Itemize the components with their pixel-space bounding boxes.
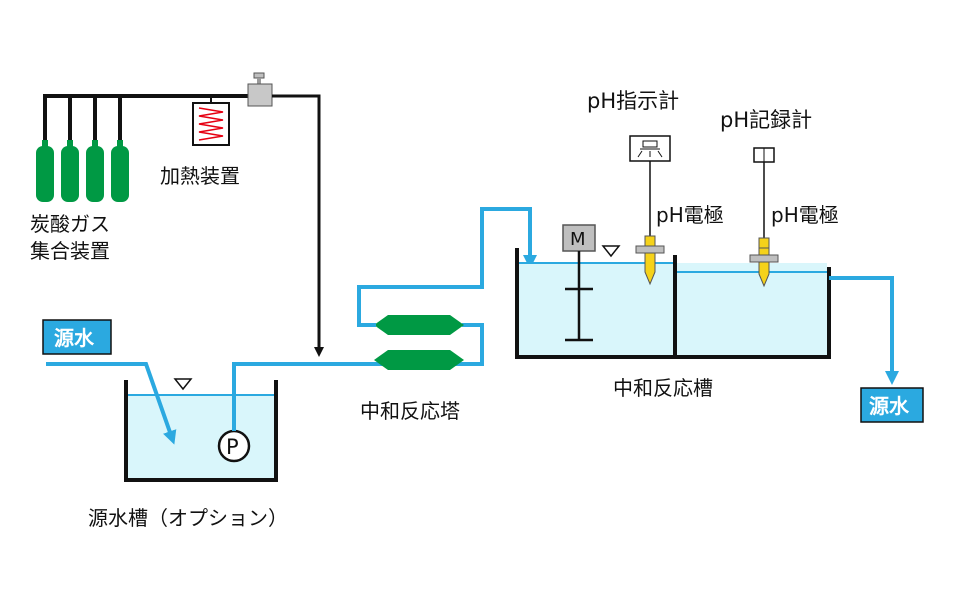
tower-connect-pipe — [357, 207, 537, 327]
ph-electrode-1: pH電極 — [635, 203, 724, 286]
outflow-pipe — [829, 276, 899, 385]
source-tank-walls — [124, 380, 278, 482]
pump: P — [217, 429, 251, 463]
regulator-valve — [247, 72, 273, 107]
output-water-tag-label: 源水 — [869, 394, 910, 418]
tower-column — [374, 350, 464, 370]
ph-electrode-1-label: pH電極 — [656, 203, 724, 227]
neutralizing-tank-water — [517, 263, 827, 357]
gas-cylinder — [86, 140, 104, 202]
gas-cylinder — [61, 140, 79, 202]
ph-indicator-label: pH指示計 — [587, 89, 679, 113]
gas-cylinder — [111, 140, 129, 202]
heater-label: 加熱装置 — [160, 164, 240, 188]
neutralizing-tower: 中和反応塔 — [357, 207, 537, 423]
water-level-marker — [173, 378, 193, 391]
pump-symbol: P — [226, 435, 239, 459]
pump-discharge-pipe — [232, 323, 484, 431]
co2-unit-label-line2: 集合装置 — [30, 239, 110, 263]
source-tank-water — [126, 395, 276, 480]
co2-unit-label-line1: 炭酸ガス — [30, 212, 110, 236]
ph-electrode-2: pH電極 — [749, 203, 839, 288]
neutralizing-tank-label: 中和反応槽 — [613, 376, 713, 400]
heater-coil — [198, 107, 224, 141]
gas-cylinder — [36, 140, 54, 202]
ph-indicator: pH指示計 — [587, 89, 679, 236]
co2-manifold: 炭酸ガス 集合装置 — [30, 94, 262, 263]
electrode-clamp — [635, 245, 665, 254]
ph-electrode-2-label: pH電極 — [771, 203, 839, 227]
heater: 加熱装置 — [160, 96, 240, 188]
ph-recorder: pH記録計 — [720, 108, 812, 238]
mixer: M — [562, 224, 596, 342]
source-water-tag-label: 源水 — [54, 326, 95, 350]
source-water-tag: 源水 — [42, 319, 112, 355]
source-tank: 源水槽（オプション） — [88, 378, 288, 530]
neutralizing-tank: 中和反応槽 — [515, 245, 831, 400]
ph-recorder-label: pH記録計 — [720, 108, 812, 132]
source-inflow-pipe — [46, 362, 177, 445]
source-tank-label: 源水槽（オプション） — [88, 506, 288, 530]
neutralizing-tower-label: 中和反応塔 — [360, 399, 460, 423]
output-water-tag: 源水 — [860, 387, 924, 423]
water-level-marker — [601, 245, 621, 258]
gas-supply-line — [272, 94, 324, 357]
mixer-motor-symbol: M — [570, 229, 586, 250]
tower-column — [374, 315, 464, 335]
